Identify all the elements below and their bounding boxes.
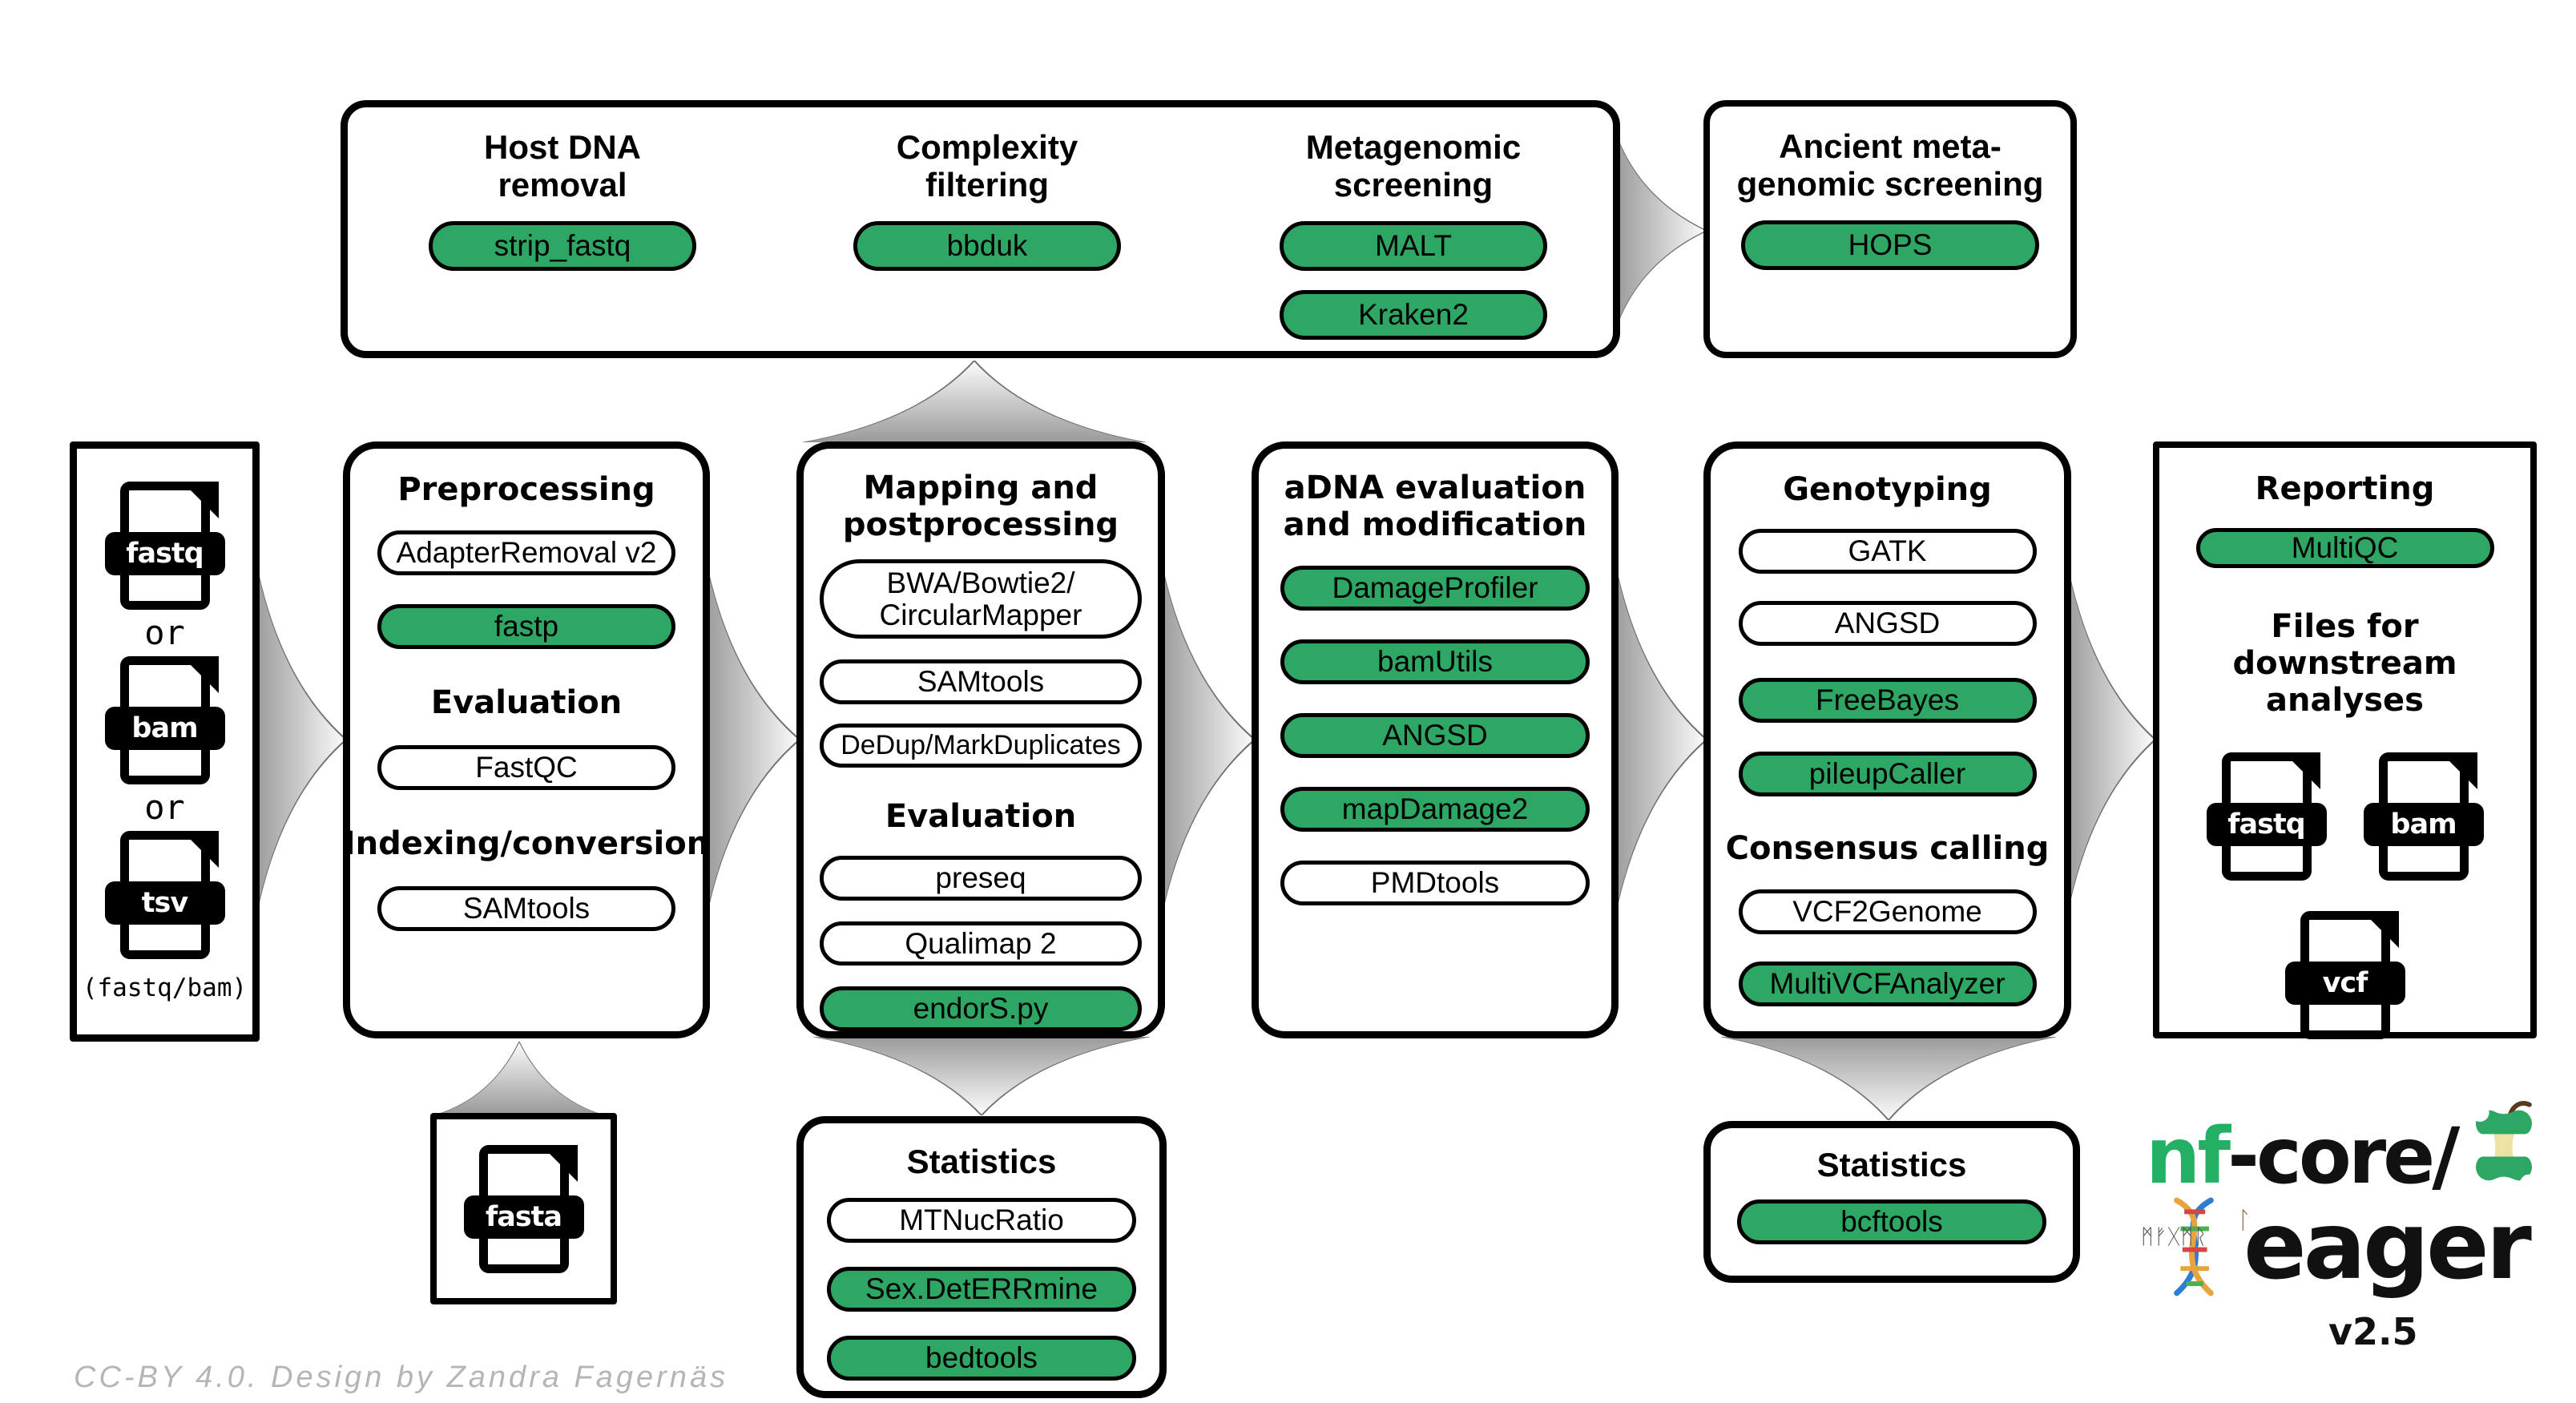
logo-core-text: -core/ [2227,1111,2460,1201]
bam-output-icon: bam [2363,752,2484,881]
logo-version: v2.5 [2328,1310,2418,1353]
tool-sexdeterrmine: Sex.DetERRmine [827,1267,1136,1312]
section-metagenomic-screening: Metagenomic screening MALT Kraken2 [1213,128,1614,341]
arrow-genotyping-to-statistics [1721,1037,2056,1120]
complexity-filtering-title: Complexity filtering [896,128,1078,204]
tool-mtnucratio: MTNucRatio [827,1198,1136,1244]
statistics-mapping-box: Statistics MTNucRatio Sex.DetERRmine bed… [796,1116,1167,1398]
mapping-box: Mapping and postprocessing BWA/Bowtie2/ … [796,441,1165,1038]
tool-kraken2: Kraken2 [1280,290,1547,341]
tsv-file-label: tsv [104,881,225,925]
tool-multivcfanalyzer: MultiVCFAnalyzer [1738,962,2037,1006]
tool-strip-fastq: strip_fastq [429,221,696,272]
tool-bamutils: bamUtils [1280,639,1590,684]
tool-endors-py: endorS.py [820,986,1142,1031]
tool-samtools-preprocessing: SAMtools [377,886,675,931]
downstream-files-subtitle: Files for downstream analyses [2232,607,2457,719]
preprocessing-indexing-subtitle: Indexing/conversion [343,825,710,862]
tool-bedtools: bedtools [827,1336,1136,1381]
tool-bcftools: bcftools [1737,1199,2046,1245]
tool-dedup-markduplicates: DeDup/MarkDuplicates [820,723,1142,768]
arrow-screening-to-ancient [1615,131,1707,330]
tool-pileupcaller: pileupCaller [1738,752,2037,796]
logo-nf-text: nf [2146,1111,2231,1201]
tool-fastp: fastp [377,604,675,649]
tool-bwa-bowtie2-circularmapper: BWA/Bowtie2/ CircularMapper [820,559,1142,639]
mapping-title: Mapping and postprocessing [842,470,1119,543]
bam-output-label: bam [2363,802,2484,846]
license-credit-text: CC-BY 4.0. Design by Zandra Fagernäs [74,1361,729,1394]
tool-freebayes: FreeBayes [1738,678,2037,723]
genotyping-box: Genotyping GATK ANGSD FreeBayes pileupCa… [1703,441,2071,1038]
bam-file-label: bam [104,706,225,750]
preprocessing-box: Preprocessing AdapterRemoval v2 fastp Ev… [343,441,710,1038]
mapping-evaluation-subtitle: Evaluation [885,798,1077,836]
tool-qualimap2: Qualimap 2 [820,921,1142,966]
tsv-file-icon: tsv [104,830,225,959]
tool-hops: HOPS [1741,220,2039,271]
bam-file-icon: bam [104,655,225,784]
section-complexity-filtering: Complexity filtering bbduk [787,128,1187,272]
section-host-dna-removal: Host DNA removal strip_fastq [362,128,763,272]
tool-preseq: preseq [820,856,1142,901]
adna-box: aDNA evaluation and modification DamageP… [1252,441,1619,1038]
consensus-calling-subtitle: Consensus calling [1725,830,2050,867]
fasta-file-label: fasta [463,1195,584,1239]
nf-core-eager-logo: nf-core/ [2141,1101,2556,1353]
adna-title: aDNA evaluation and modification [1283,470,1587,543]
tool-samtools-mapping: SAMtools [820,659,1142,704]
arrow-preprocessing-to-mapping [705,555,800,924]
rune-l-glyph: ᛚ [2237,1207,2251,1235]
reporting-box: Reporting MultiQC Files for downstream a… [2153,441,2537,1039]
apple-core-icon [2465,1098,2543,1203]
arrow-genotyping-to-reporting [2066,555,2155,924]
tool-gatk: GATK [1738,529,2037,574]
fastq-file-icon: fastq [104,481,225,610]
or-text-2: or [144,787,185,827]
arrow-fasta-to-preprocessing [439,1042,599,1114]
reporting-title: Reporting [2255,470,2435,507]
tool-malt: MALT [1280,221,1547,272]
tool-adapterremoval: AdapterRemoval v2 [377,530,675,575]
arrow-mapping-to-screening [803,361,1146,442]
tool-damageprofiler: DamageProfiler [1280,566,1590,611]
arrow-mapping-to-adna [1160,555,1255,924]
arrow-mapping-to-statistics [813,1037,1150,1115]
ancient-screening-box: Ancient meta- genomic screening HOPS [1703,100,2077,358]
statistics-genotyping-box: Statistics bcftools [1703,1121,2080,1283]
screening-container: Host DNA removal strip_fastq Complexity … [341,100,1620,358]
tool-pmdtools: PMDtools [1280,861,1590,905]
vcf-output-label: vcf [2284,961,2405,1005]
arrow-input-to-preprocessing [255,555,346,924]
fastq-file-label: fastq [104,531,225,575]
preprocessing-title: Preprocessing [397,471,655,508]
vcf-output-icon: vcf [2284,910,2405,1039]
tool-mapdamage2: mapDamage2 [1280,787,1590,832]
fasta-file-icon: fasta [463,1144,584,1273]
dna-helix-icon: ᛗᚠᚷᛗᚱ ᛚ [2141,1195,2251,1299]
arrow-adna-to-genotyping [1614,555,1707,924]
logo-eager-text: eager [2243,1192,2532,1300]
fastq-output-label: fastq [2206,802,2327,846]
tool-bbduk: bbduk [853,221,1121,272]
or-text-1: or [144,612,185,652]
input-files-box: fastq or bam or tsv (fastq/bam) [70,441,260,1042]
statistics-genotyping-title: Statistics [1816,1146,1967,1183]
metagenomic-screening-title: Metagenomic screening [1305,128,1522,204]
tool-multiqc: MultiQC [2195,528,2494,568]
preprocessing-evaluation-subtitle: Evaluation [430,684,623,721]
genotyping-title: Genotyping [1783,471,1992,508]
tool-vcf2genome: VCF2Genome [1738,889,2037,934]
ancient-screening-title: Ancient meta- genomic screening [1736,127,2044,204]
tsv-caption: (fastq/bam) [82,973,248,1002]
statistics-mapping-title: Statistics [906,1143,1057,1180]
fasta-reference-box: fasta [430,1113,617,1304]
fastq-output-icon: fastq [2206,752,2327,881]
tool-angsd-adna: ANGSD [1280,713,1590,758]
tool-angsd-genotyping: ANGSD [1738,601,2037,646]
runes-text: ᛗᚠᚷᛗᚱ [2141,1225,2208,1249]
host-dna-removal-title: Host DNA removal [484,128,641,204]
tool-fastqc: FastQC [377,745,675,790]
